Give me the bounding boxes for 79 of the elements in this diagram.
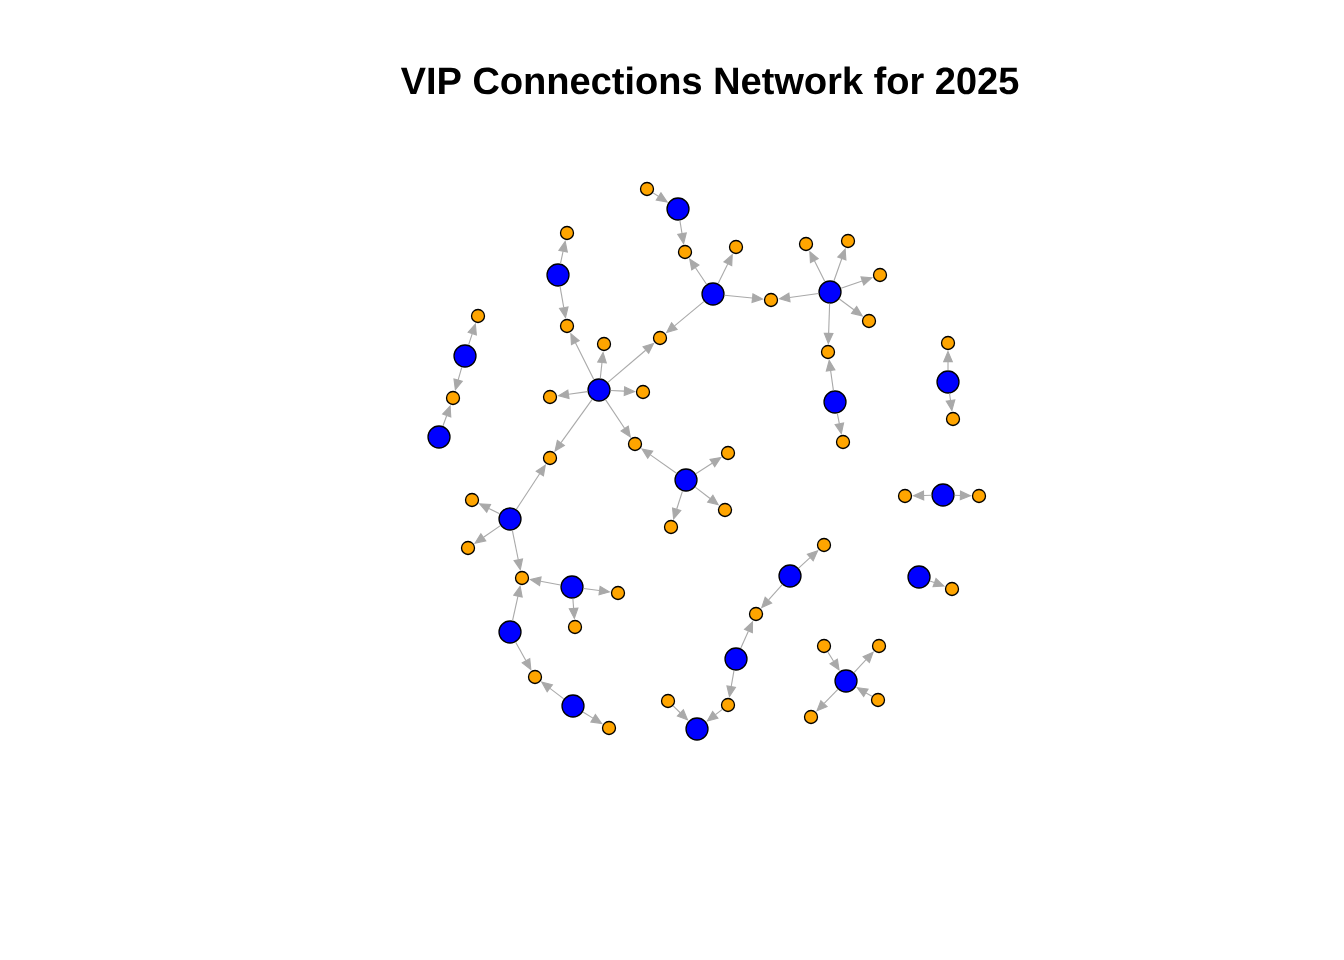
arrow (825, 359, 836, 391)
arrow (672, 705, 689, 721)
network-node (601, 720, 617, 736)
network-node (470, 308, 486, 324)
network-node (823, 390, 847, 414)
arrow (778, 292, 819, 303)
network-node (945, 411, 961, 427)
network-node (971, 488, 987, 504)
network-node (816, 537, 832, 553)
arrow (511, 529, 524, 571)
network-node (546, 263, 570, 287)
network-node (907, 565, 931, 589)
network-node (635, 384, 651, 400)
network-node (560, 575, 584, 599)
network-node (820, 344, 836, 360)
network-node (427, 425, 451, 449)
network-node (652, 330, 668, 346)
network-node (674, 468, 698, 492)
network-node (763, 292, 779, 308)
network-node (724, 647, 748, 671)
network-node (940, 335, 956, 351)
network-node (871, 638, 887, 654)
network-node (835, 434, 851, 450)
network-node (798, 236, 814, 252)
network-node (559, 318, 575, 334)
network-node (464, 492, 480, 508)
arrow (582, 711, 603, 725)
network-node (720, 445, 736, 461)
network-node (748, 606, 764, 622)
arrow (834, 412, 845, 435)
arrow (529, 576, 562, 587)
arrow (706, 708, 723, 722)
network-node (610, 585, 626, 601)
network-node (872, 267, 888, 283)
network-node (639, 181, 655, 197)
network-node (542, 389, 558, 405)
network-node (897, 488, 913, 504)
network-node (498, 507, 522, 531)
network-node (660, 693, 676, 709)
network-node (559, 225, 575, 241)
network-node (931, 483, 955, 507)
network-node (677, 244, 693, 260)
network-node (453, 344, 477, 368)
arrow (515, 641, 532, 671)
network-node (627, 436, 643, 452)
network-node (816, 638, 832, 654)
arrow (557, 389, 589, 400)
network-node (527, 669, 543, 685)
network-node (701, 282, 725, 306)
arrow (816, 688, 839, 712)
network-node (663, 519, 679, 535)
network-node (936, 370, 960, 394)
network-node (666, 197, 690, 221)
network-node (542, 450, 558, 466)
network-node (596, 336, 612, 352)
network-node (861, 313, 877, 329)
arrow (511, 585, 523, 622)
network-node (720, 697, 736, 713)
network-node (834, 669, 858, 693)
network-node (445, 390, 461, 406)
network-node (840, 233, 856, 249)
network-node (460, 540, 476, 556)
arrow (583, 585, 611, 596)
network-node (567, 619, 583, 635)
arrow (945, 392, 956, 412)
network-node (803, 709, 819, 725)
network-node (685, 717, 709, 741)
network-node (514, 570, 530, 586)
network-node (778, 564, 802, 588)
network-node (498, 620, 522, 644)
arrow (726, 669, 737, 698)
network-node (561, 694, 585, 718)
network-node (944, 581, 960, 597)
network-node (870, 692, 886, 708)
network-node (818, 280, 842, 304)
network-node (728, 239, 744, 255)
network-node (587, 378, 611, 402)
network-node (717, 502, 733, 518)
title: VIP Connections Network for 2025 (400, 66, 1019, 95)
